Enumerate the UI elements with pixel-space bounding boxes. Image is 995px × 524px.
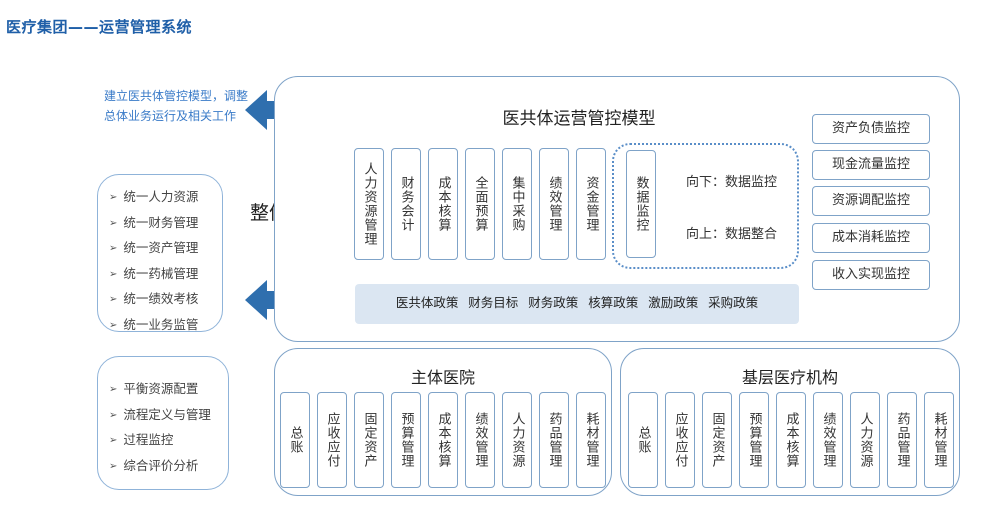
- module-box: 预算管理: [391, 392, 421, 488]
- policy-bar: 医共体政策 财务目标 财务政策 核算政策 激励政策 采购政策: [355, 284, 799, 324]
- module-box: 总账: [280, 392, 310, 488]
- module-label: 绩效管理: [546, 176, 562, 232]
- module-label: 预算管理: [746, 412, 762, 468]
- module-box: 总账: [628, 392, 658, 488]
- list-item: 统一资产管理: [109, 236, 222, 262]
- primary-care-title: 基层医疗机构: [741, 368, 838, 387]
- module-box: 应收应付: [665, 392, 695, 488]
- module-label: 绩效管理: [820, 412, 836, 468]
- module-label: 资金管理: [583, 176, 599, 232]
- module-label: 固定资产: [361, 412, 377, 468]
- module-box: 固定资产: [354, 392, 384, 488]
- module-label: 应收应付: [324, 412, 340, 468]
- module-box: 成本核算: [428, 148, 458, 260]
- module-box: 耗材管理: [924, 392, 954, 488]
- list-item: 统一财务管理: [109, 211, 222, 237]
- monitor-box: 成本消耗监控: [812, 223, 930, 253]
- module-box: 人力资源: [502, 392, 532, 488]
- module-box: 成本核算: [776, 392, 806, 488]
- module-label: 财务会计: [398, 176, 414, 232]
- module-label: 集中采购: [509, 176, 525, 232]
- list-item: 流程定义与管理: [109, 403, 228, 429]
- module-box: 应收应付: [317, 392, 347, 488]
- module-label: 耗材管理: [931, 412, 947, 468]
- left-list-box-2: 平衡资源配置 流程定义与管理 过程监控 综合评价分析: [97, 356, 229, 490]
- list-item: 平衡资源配置: [109, 377, 228, 403]
- module-box: 绩效管理: [539, 148, 569, 260]
- monitor-box: 资产负债监控: [812, 114, 930, 144]
- module-label: 成本核算: [435, 176, 451, 232]
- module-label: 预算管理: [398, 412, 414, 468]
- module-label: 总账: [635, 426, 651, 454]
- module-label: 人力资源管理: [361, 162, 377, 246]
- left-note: 建立医共体管控模型，调整总体业务运行及相关工作: [104, 89, 249, 123]
- module-box: 预算管理: [739, 392, 769, 488]
- monitor-box: 现金流量监控: [812, 150, 930, 180]
- module-box: 药品管理: [887, 392, 917, 488]
- module-box: 药品管理: [539, 392, 569, 488]
- up-data-text: 向上：数据整合: [686, 227, 778, 242]
- module-label: 药品管理: [894, 412, 910, 468]
- module-box: 集中采购: [502, 148, 532, 260]
- module-label: 人力资源: [857, 412, 873, 468]
- module-box: 人力资源管理: [354, 148, 384, 260]
- data-monitor-group: [612, 143, 799, 269]
- page-title: 医疗集团——运营管理系统: [6, 18, 193, 36]
- down-data-text: 向下：数据监控: [686, 175, 778, 190]
- module-box: 成本核算: [428, 392, 458, 488]
- module-label: 绩效管理: [472, 412, 488, 468]
- monitor-box: 资源调配监控: [812, 186, 930, 216]
- main-hospital-title: 主体医院: [410, 368, 475, 387]
- list-item: 统一绩效考核: [109, 287, 222, 313]
- module-label: 应收应付: [672, 412, 688, 468]
- module-box: 人力资源: [850, 392, 880, 488]
- monitor-box: 收入实现监控: [812, 260, 930, 290]
- module-label: 药品管理: [546, 412, 562, 468]
- list-item: 过程监控: [109, 428, 228, 454]
- list-item: 统一药械管理: [109, 262, 222, 288]
- list-item: 统一人力资源: [109, 185, 222, 211]
- module-box: 耗材管理: [576, 392, 606, 488]
- module-box: 财务会计: [391, 148, 421, 260]
- module-label: 数据监控: [633, 176, 649, 232]
- module-label: 成本核算: [435, 412, 451, 468]
- module-box: 固定资产: [702, 392, 732, 488]
- module-label: 全面预算: [472, 176, 488, 232]
- module-label: 耗材管理: [583, 412, 599, 468]
- module-box: 绩效管理: [465, 392, 495, 488]
- list-item: 综合评价分析: [109, 454, 228, 480]
- module-label: 成本核算: [783, 412, 799, 468]
- module-box: 数据监控: [626, 150, 656, 258]
- module-label: 人力资源: [509, 412, 525, 468]
- model-title: 医共体运营管控模型: [502, 109, 656, 129]
- left-list-box-1: 统一人力资源 统一财务管理 统一资产管理 统一药械管理 统一绩效考核 统一业务监…: [97, 174, 223, 332]
- module-box: 资金管理: [576, 148, 606, 260]
- module-box: 全面预算: [465, 148, 495, 260]
- module-box: 绩效管理: [813, 392, 843, 488]
- module-label: 固定资产: [709, 412, 725, 468]
- list-item: 统一业务监管: [109, 313, 222, 339]
- module-label: 总账: [287, 426, 303, 454]
